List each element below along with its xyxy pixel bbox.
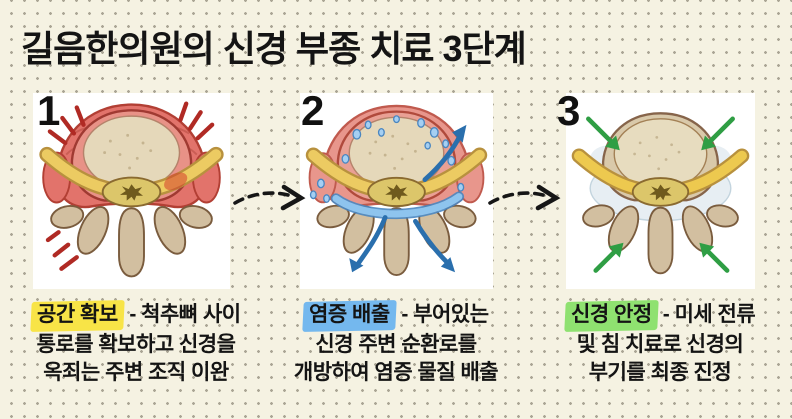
step3-keyword: 신경 안정 (570, 302, 652, 326)
step-number-2: 2 (301, 87, 325, 134)
dashed-arrow-right-icon (488, 184, 561, 211)
step3-line3: 부기를 최종 진정 (588, 361, 732, 384)
step3-caption: 신경 안정 - 미세 전류 및 침 치료로 신경의 부기를 최종 진정 (530, 300, 790, 388)
illustration-panel-step1 (33, 93, 230, 289)
page-title: 길음한의원의 신경 부종 치료 3단계 (21, 28, 527, 69)
step3-line2: 및 침 치료로 신경의 (576, 332, 744, 356)
illustration-panel-step3 (566, 93, 755, 289)
step1-line1-rest: - 척추뼈 사이 (124, 303, 241, 326)
illustration-panel-step2 (300, 93, 493, 289)
dashed-arrow-right-icon (233, 184, 306, 211)
drain-arrowheads-icon (349, 124, 467, 273)
step2-line3: 개방하여 염증 물질 배출 (293, 361, 499, 384)
step2-caption: 염증 배출 - 부어있는 신경 주변 순환로를 개방하여 염증 물질 배출 (266, 300, 526, 388)
step1-keyword: 공간 확보 (37, 302, 119, 326)
step1-line2: 통로를 확보하고 신경을 (36, 332, 236, 356)
step2-line2: 신경 주변 순환로를 (315, 332, 477, 356)
step1-keyword-highlight: 공간 확보 (30, 300, 125, 332)
step3-keyword-highlight: 신경 안정 (564, 300, 659, 332)
step-number-1: 1 (37, 87, 61, 134)
step-number-3: 3 (557, 87, 581, 134)
calm-arrowheads-icon (605, 135, 716, 258)
step1-line3: 옥죄는 주변 조직 이완 (43, 361, 229, 384)
draining-vertebra-illustration (305, 104, 488, 277)
step2-line1-rest: - 부어있는 (396, 303, 489, 326)
fluid-droplets-icon (309, 115, 465, 204)
step2-keyword-highlight: 염증 배출 (302, 300, 397, 332)
inflamed-vertebra-illustration (39, 101, 224, 278)
calm-vertebra-illustration (571, 112, 750, 275)
pain-marks-icon (45, 101, 215, 271)
step3-line1-rest: - 미세 전류 (657, 303, 756, 326)
step2-keyword: 염증 배출 (309, 302, 391, 326)
step1-caption: 공간 확보 - 척추뼈 사이 통로를 확보하고 신경을 옥죄는 주변 조직 이완 (6, 300, 266, 388)
